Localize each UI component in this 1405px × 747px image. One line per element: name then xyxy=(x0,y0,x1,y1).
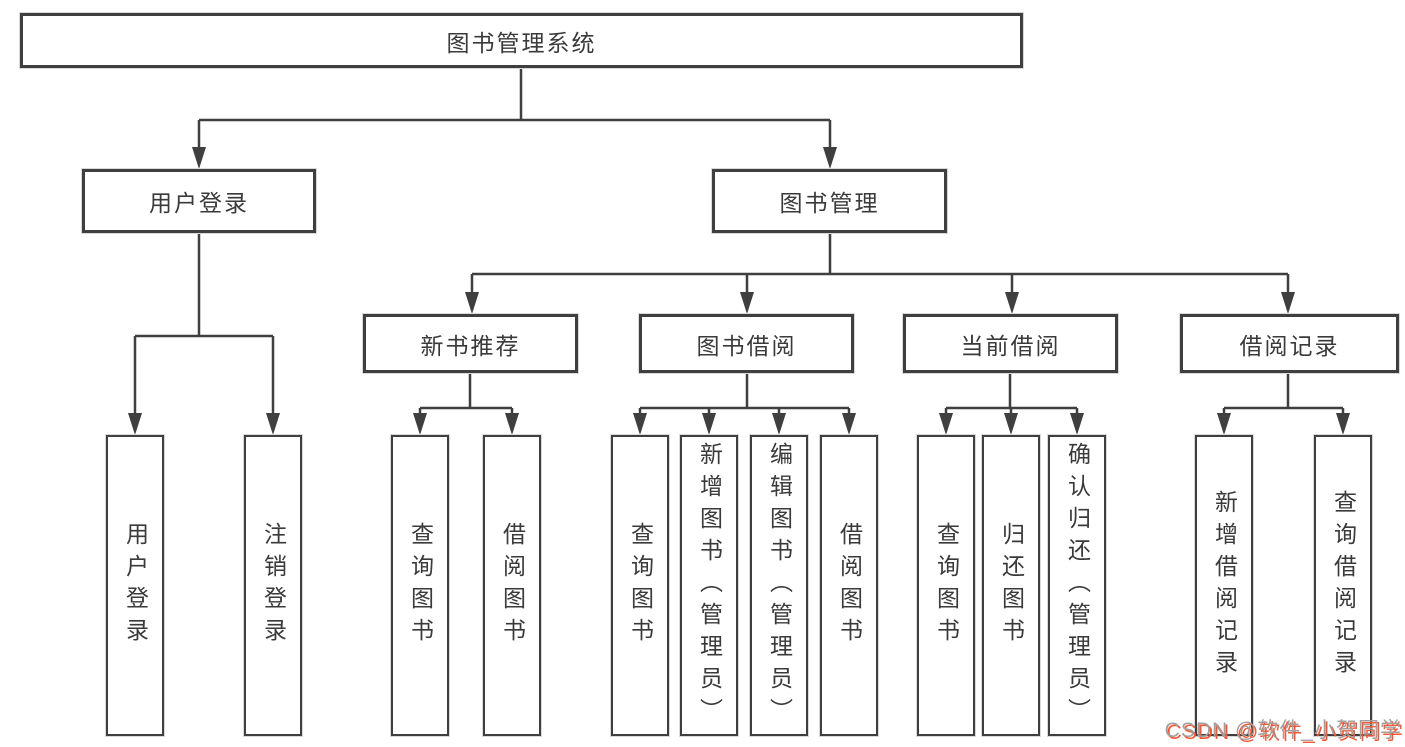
leaf-edit-books-admin: 编辑图书（管理员） xyxy=(750,435,808,736)
leaf-label: 归还图书 xyxy=(998,521,1025,650)
leaf-logout: 注销登录 xyxy=(244,435,302,736)
node-label: 图书管理系统 xyxy=(446,29,597,56)
leaf-label: 查询图书 xyxy=(407,521,434,650)
node-label: 新书推荐 xyxy=(420,332,521,359)
node-label: 借阅记录 xyxy=(1239,332,1340,359)
leaf-label: 注销登录 xyxy=(260,521,287,650)
leaf-label: 确认归还（管理员） xyxy=(1064,441,1091,730)
leaf-label: 借阅图书 xyxy=(499,521,526,650)
leaf-label: 查询图书 xyxy=(627,521,654,650)
leaf-label: 编辑图书（管理员） xyxy=(766,441,793,730)
leaf-confirm-return-admin: 确认归还（管理员） xyxy=(1048,435,1106,736)
node-label: 图书管理 xyxy=(779,190,880,216)
leaf-label: 新增图书（管理员） xyxy=(696,441,723,730)
leaf-borrow-books: 借阅图书 xyxy=(483,435,541,736)
node-book-borrowing: 图书借阅 xyxy=(639,314,854,373)
leaf-add-borrow-record: 新增借阅记录 xyxy=(1195,435,1253,736)
node-label: 图书借阅 xyxy=(696,332,797,359)
leaf-user-login: 用户登录 xyxy=(106,435,164,736)
node-book-management: 图书管理 xyxy=(712,169,947,233)
node-borrowing-records: 借阅记录 xyxy=(1180,314,1399,373)
node-label: 用户登录 xyxy=(149,190,249,216)
leaf-query-books: 查询图书 xyxy=(611,435,669,736)
leaf-query-books: 查询图书 xyxy=(391,435,449,736)
node-label: 当前借阅 xyxy=(960,332,1061,359)
leaf-borrow-books: 借阅图书 xyxy=(820,435,878,736)
leaf-label: 查询借阅记录 xyxy=(1330,489,1357,682)
leaf-label: 用户登录 xyxy=(122,521,149,650)
leaf-query-books: 查询图书 xyxy=(917,435,975,736)
leaf-label: 新增借阅记录 xyxy=(1211,489,1238,682)
node-new-book-recommend: 新书推荐 xyxy=(363,314,578,373)
leaf-return-books: 归还图书 xyxy=(982,435,1040,736)
leaf-query-borrow-record: 查询借阅记录 xyxy=(1314,435,1372,736)
csdn-watermark: CSDN @软件_小贺同学 xyxy=(1164,719,1402,742)
node-user-login: 用户登录 xyxy=(82,169,316,233)
node-library-management-system: 图书管理系统 xyxy=(20,13,1023,68)
node-current-borrowing: 当前借阅 xyxy=(903,314,1118,373)
leaf-label: 借阅图书 xyxy=(836,521,863,650)
leaf-label: 查询图书 xyxy=(933,521,960,650)
leaf-add-books-admin: 新增图书（管理员） xyxy=(680,435,738,736)
